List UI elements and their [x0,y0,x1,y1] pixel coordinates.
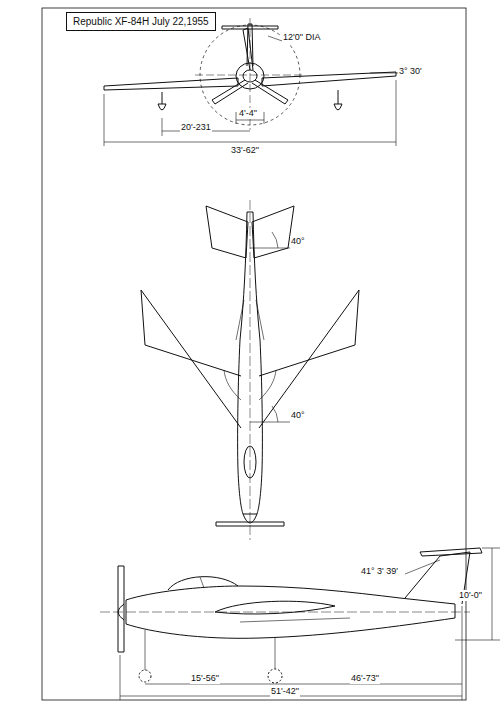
dimension-label: 4'-4" [238,108,258,119]
dimension-label: 10'-0" [458,590,483,601]
dimension-label: 33'-62" [230,145,260,156]
side-view [100,548,500,700]
plan-view [141,200,359,540]
dimension-label: 41° 3' 39' [360,566,399,577]
dimension-label: 20'-231 [180,122,212,133]
dimension-label: 3° 30' [398,66,423,77]
dimension-label: 15'-56" [190,673,220,684]
title-box: Republic XF-84H July 22,1955 [66,12,216,31]
dimension-label: 51'-42" [270,686,300,697]
dimension-label: 40° [290,410,306,421]
front-view [104,18,400,146]
dimension-label: 46'-73" [350,673,380,684]
title-text: Republic XF-84H July 22,1955 [73,16,209,27]
dimension-label: 40° [290,236,306,247]
sheet-frame [42,8,466,700]
dimension-label: 12'0" DIA [282,32,321,43]
